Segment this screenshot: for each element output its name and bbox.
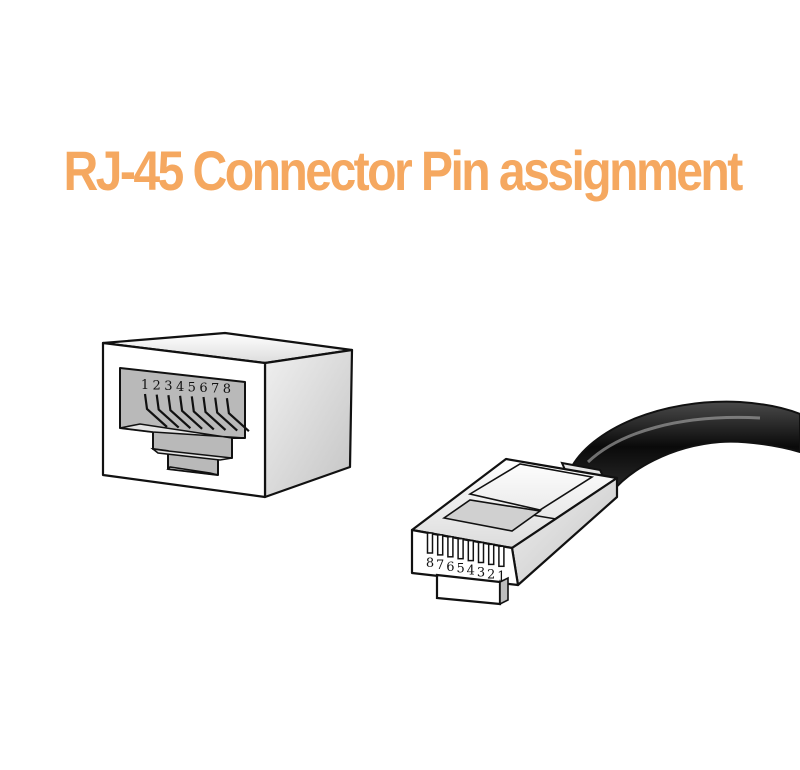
jack-contact-wire <box>167 395 192 430</box>
plug-pin-label: 4 <box>467 564 475 579</box>
plug-contact-slot <box>426 532 434 554</box>
jack-pin-label: 2 <box>153 379 161 394</box>
jack-contact-wire <box>143 393 168 428</box>
jack-pin-label: 6 <box>199 381 207 396</box>
plug-contact-slot <box>467 539 475 562</box>
jack-pin-label: 8 <box>223 382 231 397</box>
plug-contact-slot <box>447 536 454 558</box>
plug-pin-label: 7 <box>436 558 444 573</box>
jack-pin-label: 1 <box>141 378 149 393</box>
jack-pin-label: 4 <box>176 380 184 395</box>
jack-contact-wires <box>143 393 250 433</box>
jack-side-face <box>263 348 354 499</box>
plug-pin-label: 1 <box>497 569 505 584</box>
diagram-title: RJ-45 Connector Pin assignment <box>63 139 743 202</box>
jack-pin-label: 7 <box>211 382 219 397</box>
jack-contact-wire <box>202 396 227 431</box>
jack-contact-wire <box>214 397 238 432</box>
plug-pin-label: 2 <box>487 567 495 582</box>
jack-pin-label: 5 <box>188 380 196 395</box>
plug-pin-label: 3 <box>477 566 485 581</box>
cable-highlight <box>586 415 761 464</box>
plug-pin-label: 5 <box>456 562 464 577</box>
plug-pin-label: 6 <box>446 560 454 575</box>
cable <box>568 400 800 494</box>
plug-contact-slot <box>477 541 485 564</box>
jack-pin-label: 3 <box>164 379 172 394</box>
plug-contact-slot <box>498 545 505 568</box>
jack-contact-wire <box>225 398 250 433</box>
plug-pin-label: 8 <box>426 556 434 571</box>
plug-contact-slot <box>457 537 464 560</box>
plug-contact-slot <box>487 543 495 566</box>
jack-contact-wire <box>155 394 180 429</box>
plug-top-detail <box>441 463 595 532</box>
plug-contact-slot <box>436 534 444 556</box>
jack-contact-wire <box>179 395 203 430</box>
plug-latch-side <box>499 576 509 606</box>
jack-contact-wire <box>190 396 215 431</box>
plug-contact-slots <box>426 532 505 568</box>
jack-inner-steps <box>119 423 246 476</box>
